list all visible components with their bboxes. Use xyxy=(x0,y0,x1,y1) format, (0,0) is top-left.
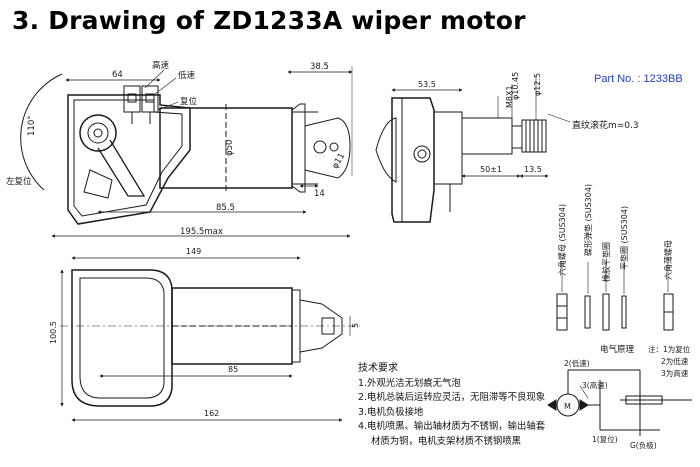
label-reset: 复位 xyxy=(180,96,198,107)
front-view-labels: 高速 低速 复位 左复位 64 38.5 110° φ50 φ11 14 85.… xyxy=(6,60,347,237)
front-view xyxy=(20,66,353,238)
dim-100-5: 100.5 xyxy=(49,321,58,344)
dim-5: 5 xyxy=(351,323,360,328)
part-number: Part No. : 1233BB xyxy=(594,73,683,85)
top-view-labels: 149 100.5 85 162 5 xyxy=(49,247,360,418)
part-thin-nut: 六角薄螺母 xyxy=(663,240,673,280)
notes-heading: 技术要求 xyxy=(358,363,398,374)
dim-14: 14 xyxy=(314,189,325,199)
label-high-speed: 高速 xyxy=(152,60,170,71)
circuit-terminal-1: 1(复位) xyxy=(592,434,618,444)
dim-phi-11: φ11 xyxy=(330,151,347,170)
circuit-diagram xyxy=(547,369,692,436)
dim-53-5: 53.5 xyxy=(418,80,436,89)
top-view xyxy=(60,256,360,422)
note-item: 1.外观光洁无划痕无气泡 xyxy=(358,377,461,389)
label-low-speed: 低速 xyxy=(178,70,196,81)
part-flat-washer: 平垫圈 (SUS304) xyxy=(619,206,629,270)
dim-195-5: 195.5max xyxy=(180,227,223,237)
circuit-note-2: 2为低速 xyxy=(661,356,689,366)
dim-110deg: 110° xyxy=(27,116,37,136)
dim-64: 64 xyxy=(112,70,123,80)
part-disc-spring: 碟形弹垫 (SUS304) xyxy=(583,184,593,256)
circuit-terminal-2: 2(低速) xyxy=(564,358,590,368)
side-view xyxy=(375,76,571,223)
technical-notes: 技术要求 1.外观光洁无划痕无气泡 2.电机总装后运转应灵活，无阻滞等不良现象 … xyxy=(358,362,545,450)
circuit-title: 电气原理 xyxy=(600,344,635,355)
note-item: 材质为铜，电机支架材质不锈钢喷黑 xyxy=(371,435,522,447)
dim-phi-12-5: φ12.5 xyxy=(533,73,542,96)
dim-85: 85 xyxy=(228,365,238,374)
circuit-note-1: 注：1为复位 xyxy=(648,344,691,354)
circuit-ground: G(负极) xyxy=(630,440,657,450)
dim-13-5: 13.5 xyxy=(524,165,542,174)
circuit-note-3: 3为高速 xyxy=(661,368,689,378)
note-item: 4.电机喷黑、输出轴材质为不锈钢，输出轴套 xyxy=(358,421,546,433)
part-hex-nut: 六角螺母 (SUS304) xyxy=(557,204,567,276)
circuit-motor: M xyxy=(564,402,571,411)
note-item: 2.电机总装后运转应灵活，无阻滞等不良现象 xyxy=(358,392,546,404)
part-rubber-washer: 橡胶平垫圈 xyxy=(601,242,611,282)
dim-162: 162 xyxy=(204,409,219,418)
dim-38-5: 38.5 xyxy=(310,62,329,72)
label-left-reset: 左复位 xyxy=(6,176,32,187)
note-item: 3.电机负极接地 xyxy=(358,406,424,418)
dim-m8: M8X1 xyxy=(505,85,514,108)
circuit-terminal-3: 3(高速) xyxy=(582,380,608,390)
parts-column xyxy=(556,262,674,331)
dim-85-5: 85.5 xyxy=(216,203,235,213)
label-straight-knurl: 直纹滚花m=0.3 xyxy=(572,119,639,131)
dim-phi-50: φ50 xyxy=(225,140,235,156)
circuit-labels: 电气原理 注：1为复位 2为低速 3为高速 2(低速) 3(高速) 1(复位) … xyxy=(564,344,691,450)
dim-50-1: 50±1 xyxy=(480,165,502,174)
dim-149: 149 xyxy=(186,247,201,256)
page-title: 3. Drawing of ZD1233A wiper motor xyxy=(12,6,526,35)
side-view-labels: 53.5 M8X1 φ10.45 φ12.5 50±1 13.5 直纹滚花m=0… xyxy=(418,72,639,174)
dim-phi-10-45: φ10.45 xyxy=(511,72,520,100)
parts-labels: 六角螺母 (SUS304) 碟形弹垫 (SUS304) 橡胶平垫圈 平垫圈 (S… xyxy=(557,184,673,282)
